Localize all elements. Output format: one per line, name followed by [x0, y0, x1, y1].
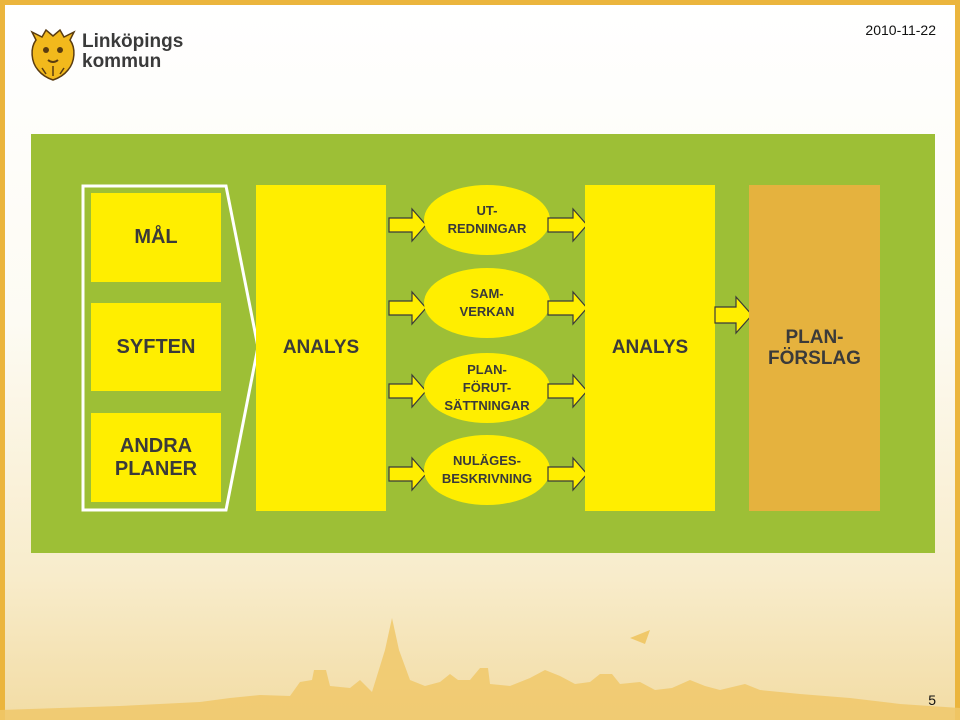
arrow-from-oval-4 — [547, 456, 588, 492]
box-analys-left: ANALYS — [256, 185, 386, 511]
arrow-from-oval-3 — [547, 373, 588, 409]
box-planforslag: PLAN- FÖRSLAG — [749, 185, 880, 511]
input-bracket — [81, 184, 260, 512]
city-skyline-graphic — [0, 618, 960, 720]
arrow-from-oval-2 — [547, 290, 588, 326]
box-analys-right: ANALYS — [585, 185, 715, 511]
page-number: 5 — [928, 692, 936, 708]
box-syften: SYFTEN — [91, 303, 221, 391]
oval-samverkan: SAM- VERKAN — [424, 268, 550, 338]
slide-date: 2010-11-22 — [865, 22, 936, 38]
arrow-to-planforslag — [714, 295, 753, 335]
oval-utredningar: UT- REDNINGAR — [424, 185, 550, 255]
logo: Linköpings kommun — [28, 28, 188, 82]
oval-nulagesbeskrivning: NULÄGES- BESKRIVNING — [424, 435, 550, 505]
arrow-to-oval-4 — [388, 456, 427, 492]
process-diagram: MÅL SYFTEN ANDRA PLANER ANALYS UT- REDNI… — [31, 134, 935, 553]
arrow-to-oval-1 — [388, 207, 427, 243]
logo-text: Linköpings kommun — [82, 31, 184, 72]
arrow-from-oval-1 — [547, 207, 588, 243]
box-andra-planer: ANDRA PLANER — [91, 413, 221, 502]
lion-crest-icon — [30, 28, 76, 81]
arrow-to-oval-3 — [388, 373, 427, 409]
box-mal: MÅL — [91, 193, 221, 282]
arrow-to-oval-2 — [388, 290, 427, 326]
oval-planforutsattningar: PLAN- FÖRUT- SÄTTNINGAR — [424, 353, 550, 423]
